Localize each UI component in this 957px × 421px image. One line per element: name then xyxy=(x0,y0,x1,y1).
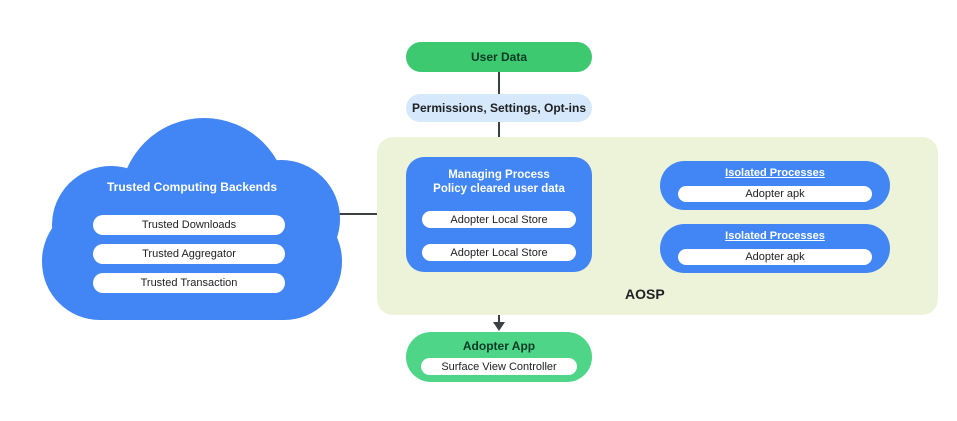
connector-cloud-managing xyxy=(330,213,406,215)
node-user-data: User Data xyxy=(406,42,592,72)
node-managing-process: Managing Process Policy cleared user dat… xyxy=(406,157,592,272)
managing-title-line2: Policy cleared user data xyxy=(433,183,565,195)
connector-userdata-permissions xyxy=(498,72,500,94)
surface-view-controller-pill: Surface View Controller xyxy=(421,358,577,375)
adopter-app-title: Adopter App xyxy=(462,339,536,353)
node-trusted-computing-backends: Trusted Computing Backends Trusted Downl… xyxy=(42,118,342,320)
trusted-aggregator-pill: Trusted Aggregator xyxy=(93,244,285,264)
permissions-label: Permissions, Settings, Opt-ins xyxy=(411,101,587,115)
trusted-downloads-pill: Trusted Downloads xyxy=(93,215,285,235)
adopter-apk-2: Adopter apk xyxy=(678,249,872,265)
node-adopter-app: Adopter App Surface View Controller xyxy=(406,332,592,382)
node-isolated-processes-2: Isolated Processes Adopter apk xyxy=(660,224,890,273)
isolated-processes-title-2: Isolated Processes xyxy=(725,230,825,242)
adopter-local-store-2: Adopter Local Store xyxy=(422,244,576,261)
trusted-transaction-pill: Trusted Transaction xyxy=(93,273,285,293)
aosp-label: AOSP xyxy=(625,286,665,302)
adopter-local-store-1: Adopter Local Store xyxy=(422,211,576,228)
isolated-processes-title-1: Isolated Processes xyxy=(725,167,825,179)
managing-process-title: Managing Process Policy cleared user dat… xyxy=(406,168,592,196)
node-isolated-processes-1: Isolated Processes Adopter apk xyxy=(660,161,890,210)
cloud-title: Trusted Computing Backends xyxy=(106,180,278,194)
user-data-label: User Data xyxy=(470,50,528,64)
managing-title-line1: Managing Process xyxy=(448,169,550,181)
arrow-down-icon xyxy=(493,322,505,331)
node-permissions: Permissions, Settings, Opt-ins xyxy=(406,94,592,122)
adopter-apk-1: Adopter apk xyxy=(678,186,872,202)
